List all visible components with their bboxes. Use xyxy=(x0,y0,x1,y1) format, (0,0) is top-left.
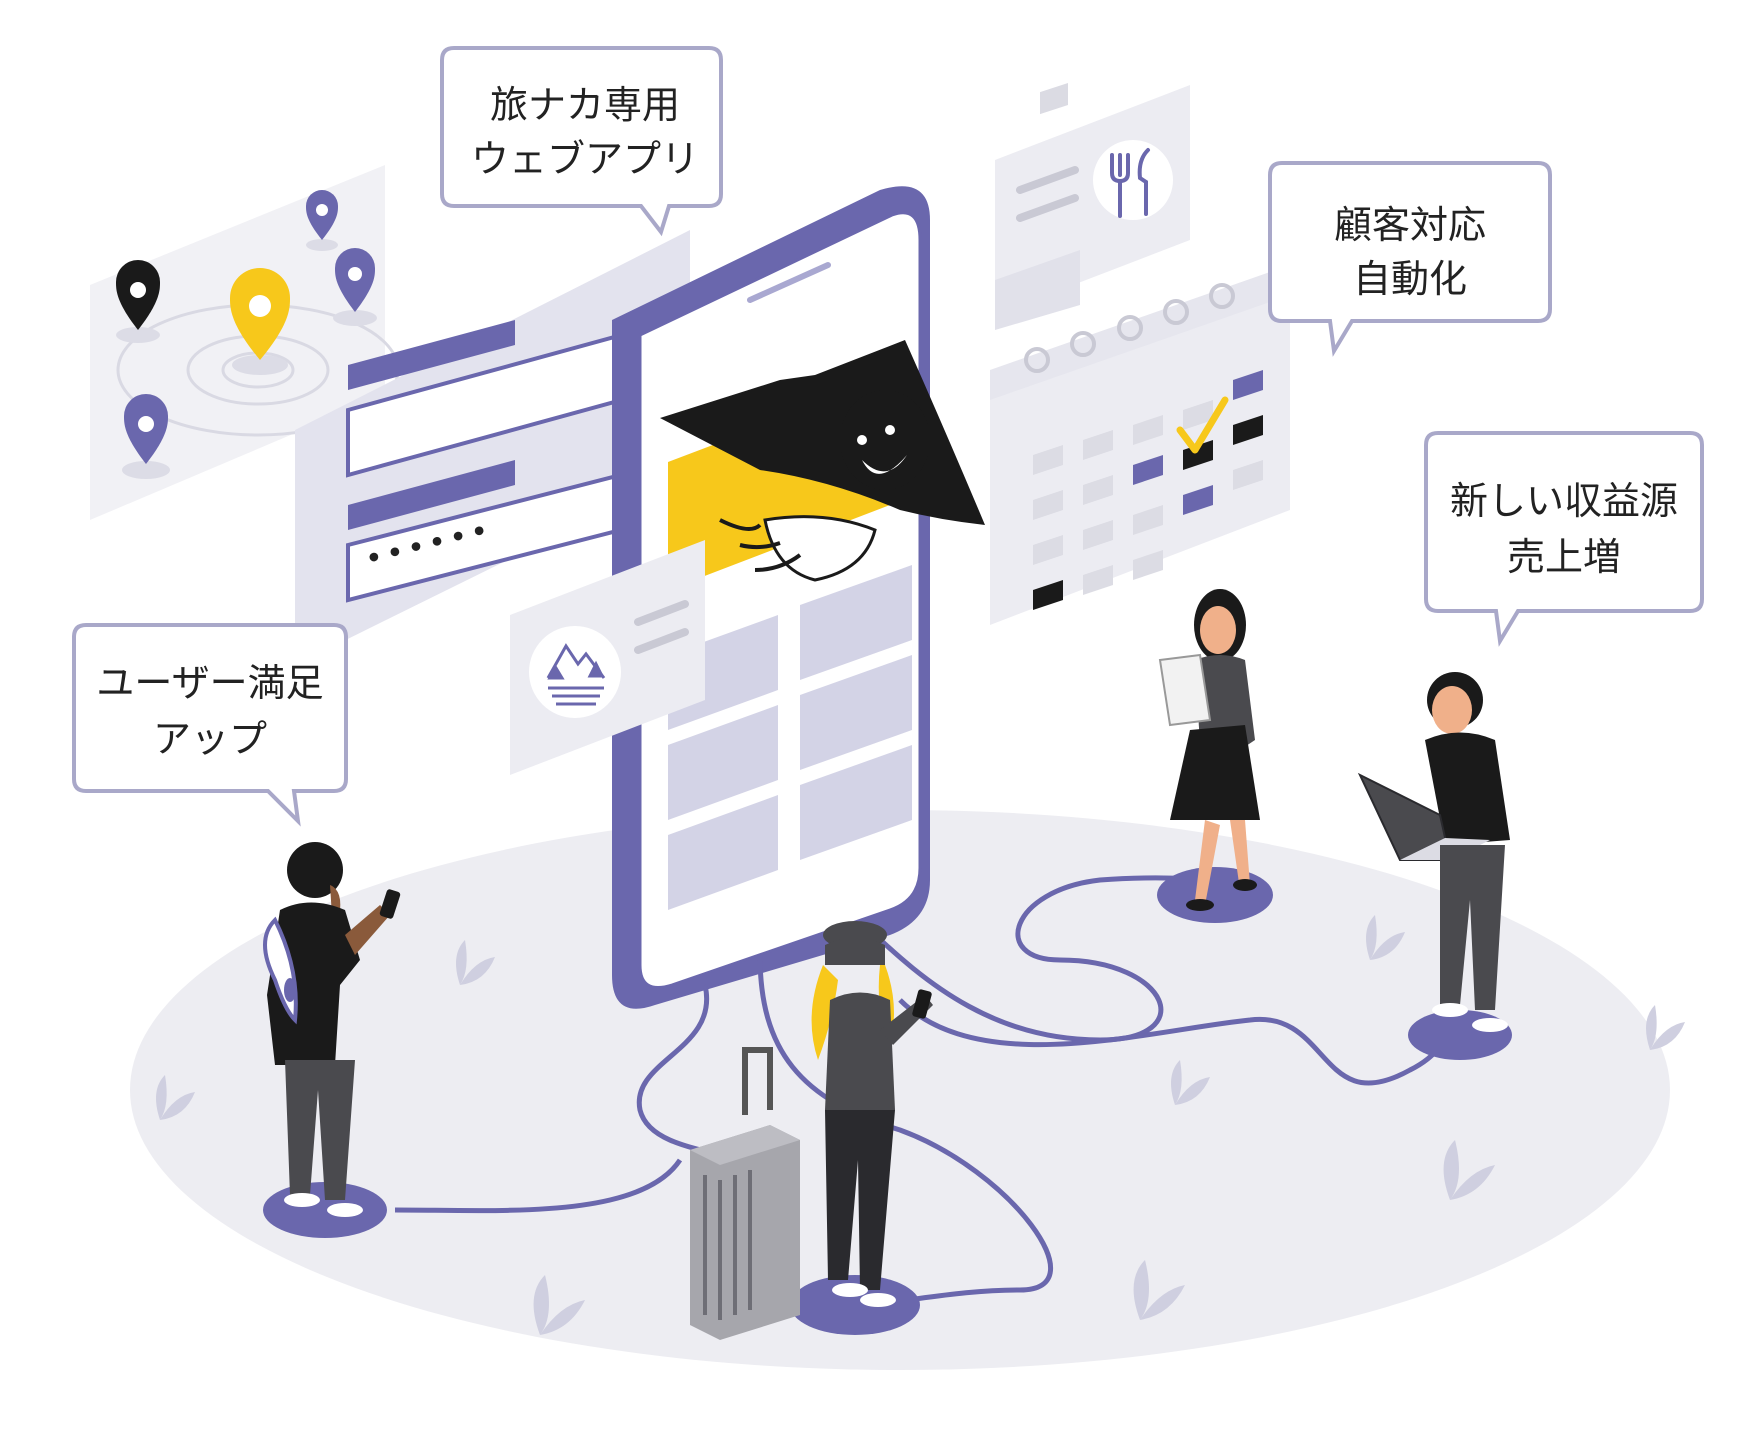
bubble-revenue-line1: 新しい収益源 xyxy=(1450,479,1678,523)
calendar-icon xyxy=(1033,82,1263,610)
location-card xyxy=(510,540,705,775)
checkmark-icon xyxy=(1176,396,1229,454)
map-pin-icon xyxy=(230,268,290,375)
speech-bubble-revenue: 新しい収益源 売上増 xyxy=(1424,431,1704,647)
bubble-web-app-line1: 旅ナカ専用 xyxy=(490,83,680,127)
restaurant-card xyxy=(995,85,1190,330)
bubble-customer-line1: 顧客対応 xyxy=(1334,203,1486,247)
speech-bubble-web-app: 旅ナカ専用 ウェブアプリ xyxy=(440,46,723,237)
calendar-panel xyxy=(990,82,1290,625)
ground-ellipse xyxy=(130,810,1670,1370)
bubble-web-app-line2: ウェブアプリ xyxy=(471,137,699,181)
bubble-satisfaction-line2: アップ xyxy=(153,717,267,761)
phone-speaker xyxy=(747,262,831,303)
mountain-forest-icon xyxy=(546,643,606,706)
login-form-panel: •••••• xyxy=(295,230,690,665)
map-pin-icon xyxy=(122,394,170,479)
person-staff xyxy=(1158,589,1260,911)
speech-bubble-customer: 顧客対応 自動化 xyxy=(1268,161,1552,357)
bubble-customer-line2: 自動化 xyxy=(1353,257,1467,301)
mascot-character xyxy=(660,340,985,582)
cutlery-icon xyxy=(1110,148,1150,218)
suitcase xyxy=(690,1047,800,1340)
leaf-icon xyxy=(156,915,1685,1335)
bubble-revenue-line2: 売上増 xyxy=(1507,535,1621,579)
speech-bubble-satisfaction: ユーザー満足 アップ xyxy=(72,623,348,827)
person-backpack xyxy=(263,842,401,1217)
map-pin-icon xyxy=(333,248,377,326)
map-pin-icon xyxy=(116,260,160,343)
person-traveler xyxy=(811,921,933,1307)
bubble-satisfaction-line1: ユーザー満足 xyxy=(96,661,323,705)
map-pin-icon xyxy=(306,190,338,251)
person-laptop-user xyxy=(1357,672,1510,1032)
cables xyxy=(394,875,1461,1309)
